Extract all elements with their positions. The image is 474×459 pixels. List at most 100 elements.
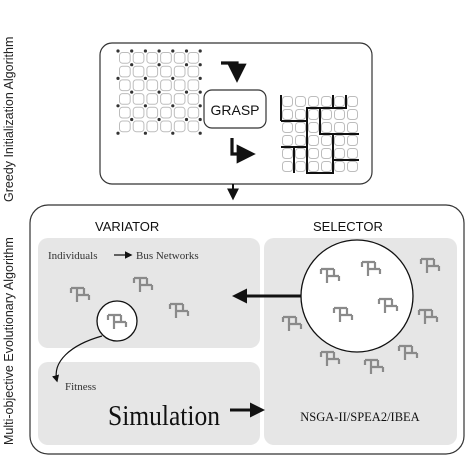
selector-title: SELECTOR bbox=[313, 219, 383, 234]
grid-cell bbox=[347, 122, 358, 133]
grid-node bbox=[171, 49, 175, 53]
grid-cell bbox=[321, 161, 332, 172]
grid-cell bbox=[334, 96, 345, 107]
grid-cell bbox=[160, 65, 172, 78]
grid-cell bbox=[347, 148, 358, 159]
grid-node bbox=[198, 104, 202, 108]
bus-networks-label: Bus Networks bbox=[136, 250, 199, 262]
grid-cell bbox=[160, 52, 172, 64]
grid-cell bbox=[146, 79, 159, 92]
grid-cell bbox=[119, 93, 131, 105]
simulation-panel bbox=[38, 362, 260, 445]
grid-cell bbox=[308, 96, 319, 107]
grid-cell bbox=[334, 161, 345, 172]
grid-node bbox=[157, 63, 161, 67]
grid-cell bbox=[132, 52, 145, 64]
routed-grid bbox=[280, 95, 359, 174]
grid-cell bbox=[295, 122, 306, 133]
grid-cell bbox=[295, 148, 306, 159]
grid-cell bbox=[173, 93, 186, 105]
grid-cell bbox=[173, 120, 186, 133]
grid-cell bbox=[282, 148, 293, 159]
grid-cell bbox=[160, 106, 172, 119]
grid-cell bbox=[119, 79, 131, 92]
grid-cell bbox=[295, 161, 306, 172]
grid-node bbox=[198, 117, 202, 122]
variator-panel bbox=[38, 238, 260, 348]
grid-cell bbox=[347, 135, 358, 146]
grid-cell bbox=[308, 148, 319, 159]
grid-node bbox=[198, 90, 202, 94]
grid-node bbox=[184, 49, 189, 53]
grid-cell bbox=[173, 79, 186, 92]
grid-node bbox=[130, 117, 134, 122]
grid-cell bbox=[308, 122, 319, 133]
grid-node bbox=[116, 49, 120, 53]
grid-cell bbox=[282, 135, 293, 146]
grid-cell bbox=[347, 109, 358, 120]
grid-cell bbox=[173, 52, 186, 64]
grid-node bbox=[157, 117, 161, 122]
grid-cell bbox=[347, 161, 358, 172]
arrow-out-of-grasp bbox=[230, 138, 256, 164]
grid-cell bbox=[173, 65, 186, 78]
grid-node bbox=[184, 90, 189, 94]
grid-cell bbox=[321, 135, 332, 146]
grid-cell bbox=[187, 120, 200, 133]
grid-node bbox=[184, 117, 189, 122]
individuals-label: Individuals bbox=[48, 250, 98, 262]
grid-node bbox=[130, 49, 134, 53]
grid-cell bbox=[295, 96, 306, 107]
grid-cell bbox=[160, 120, 172, 133]
grid-node bbox=[171, 104, 175, 108]
grid-cell bbox=[132, 79, 145, 92]
grid-cell bbox=[132, 65, 145, 78]
grid-cell bbox=[334, 109, 345, 120]
initial-grid bbox=[116, 49, 202, 135]
grid-node bbox=[171, 131, 175, 135]
grid-cell bbox=[160, 93, 172, 105]
grid-cell bbox=[132, 93, 145, 105]
grasp-label: GRASP bbox=[210, 102, 259, 118]
grid-cell bbox=[119, 52, 131, 64]
bus-route bbox=[281, 95, 347, 122]
grid-cell bbox=[187, 52, 200, 64]
grid-cell bbox=[187, 106, 200, 119]
side-label-moea: Multi-objective Evolutionary Algorithm bbox=[2, 237, 16, 445]
grid-node bbox=[130, 63, 134, 67]
grid-cell bbox=[295, 135, 306, 146]
grid-cell bbox=[321, 148, 332, 159]
variator-title: VARIATOR bbox=[95, 219, 159, 234]
grid-cell bbox=[282, 109, 293, 120]
grid-cell bbox=[119, 120, 131, 133]
grid-cell bbox=[321, 122, 332, 133]
grid-node bbox=[198, 63, 202, 67]
grid-node bbox=[143, 131, 147, 135]
grid-cell bbox=[282, 122, 293, 133]
grid-cell bbox=[282, 96, 293, 107]
grid-cell bbox=[187, 65, 200, 78]
grid-cell bbox=[308, 109, 319, 120]
grid-cell bbox=[146, 93, 159, 105]
grid-node bbox=[116, 131, 120, 135]
grid-cell bbox=[119, 65, 131, 78]
simulation-label: Simulation bbox=[108, 401, 220, 432]
grid-cell bbox=[187, 93, 200, 105]
fitness-label: Fitness bbox=[65, 381, 96, 393]
bus-route bbox=[306, 133, 359, 174]
grid-cell bbox=[146, 120, 159, 133]
side-label-greedy: Greedy Initialization Algorithm bbox=[2, 37, 16, 202]
grid-node bbox=[198, 76, 202, 80]
grid-cell bbox=[119, 106, 131, 119]
grid-cell bbox=[146, 52, 159, 64]
grasp-box bbox=[203, 89, 267, 129]
arrow-into-grasp bbox=[221, 61, 247, 83]
grid-cell bbox=[334, 135, 345, 146]
selected-population-circle bbox=[300, 239, 414, 353]
grid-node bbox=[143, 104, 147, 108]
grid-cell bbox=[321, 96, 332, 107]
curve-arrow-to-fitness bbox=[52, 335, 103, 383]
grid-cell bbox=[308, 161, 319, 172]
grid-cell bbox=[173, 106, 186, 119]
grid-cell bbox=[160, 79, 172, 92]
